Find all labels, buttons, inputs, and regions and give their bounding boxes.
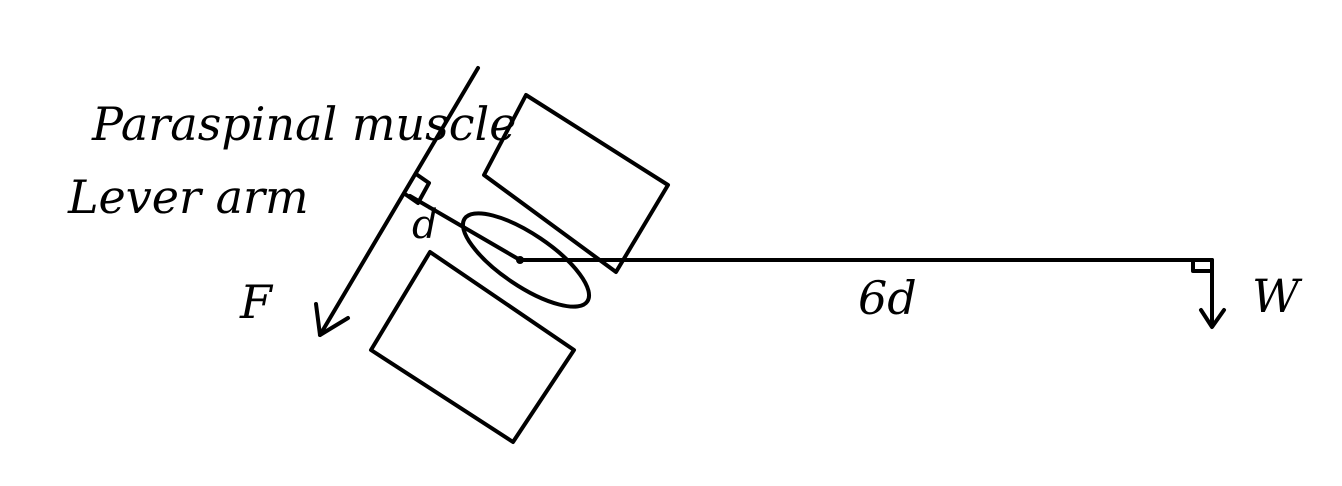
lever-arm-label: Lever arm [67,170,309,224]
weight-arrowhead [1199,308,1226,329]
force-label: F [239,275,274,329]
weight-label: W [1252,269,1303,323]
upper-vertebra [482,93,670,274]
right-angle-marker-load [1191,258,1214,273]
paraspinal-muscle-label: Paraspinal muscle [91,97,516,151]
force-arrowhead [314,302,350,337]
long-arm-label: 6d [858,271,917,325]
muscle-force-line [318,66,480,337]
lower-vertebra [369,250,576,444]
intervertebral-disc [460,211,592,309]
